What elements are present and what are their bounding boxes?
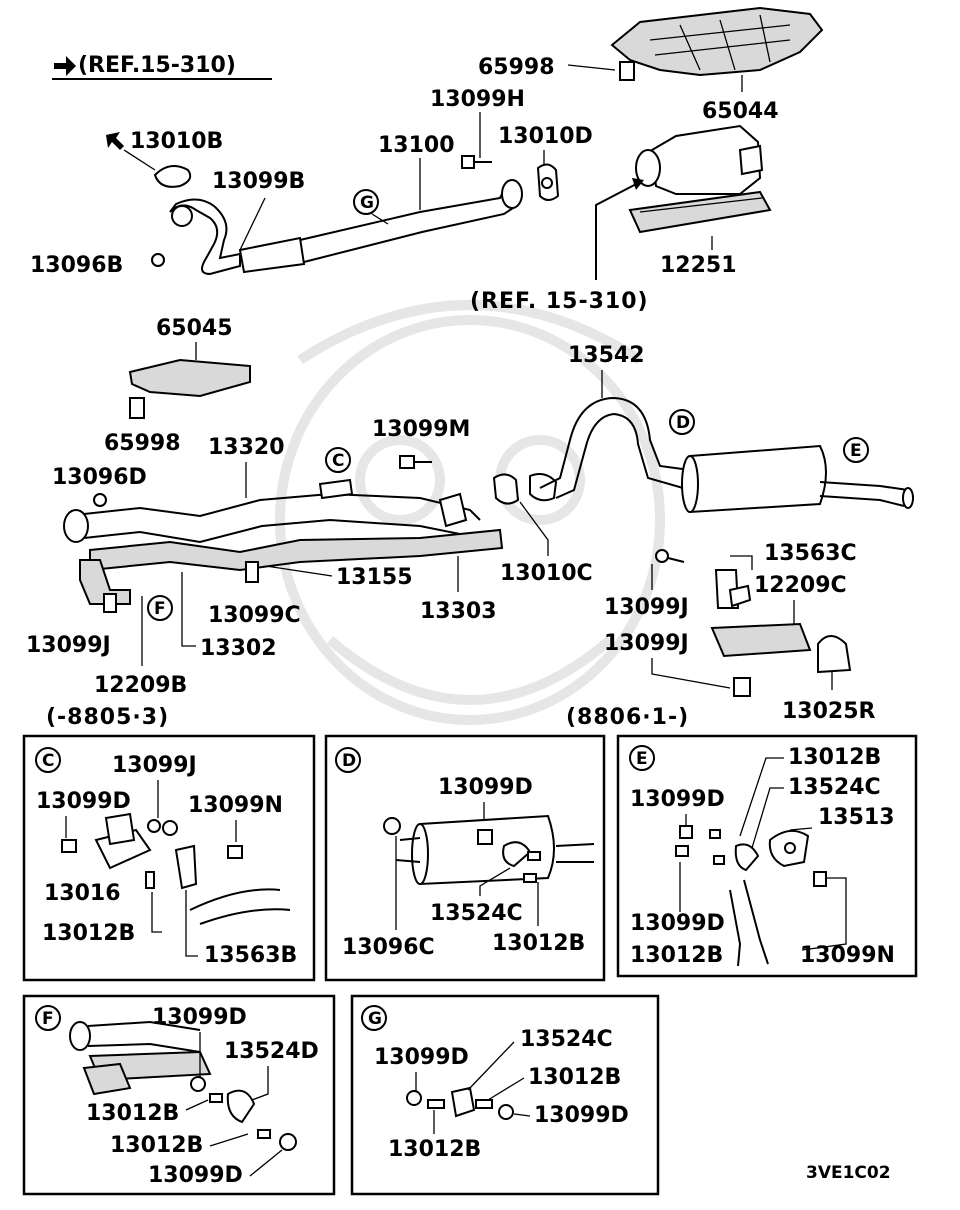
part-label-13010C: 13010C <box>500 561 593 586</box>
part-label-65998-mid: 65998 <box>104 431 181 456</box>
svg-text:(REF.15-310): (REF.15-310) <box>78 53 236 78</box>
callout-g-box-badge: G <box>368 1009 382 1029</box>
part-label-13099J-r1: 13099J <box>604 595 689 620</box>
box-g-label-13012B-b: 13012B <box>388 1137 481 1162</box>
box-c-label-13012B: 13012B <box>42 921 135 946</box>
box-e-label-13524C: 13524C <box>788 775 881 800</box>
box-e-label-13099N: 13099N <box>800 943 895 968</box>
part-label-65998-top: 65998 <box>478 55 555 80</box>
box-e-label-13099D-bot: 13099D <box>630 911 725 936</box>
box-f-label-13012B-b: 13012B <box>110 1133 203 1158</box>
box-d-label-13012B: 13012B <box>492 931 585 956</box>
callout-e-badge: E <box>850 441 862 461</box>
box-e-label-13513: 13513 <box>818 805 895 830</box>
heat-shield-65045 <box>128 358 251 398</box>
box-d-label-13524C: 13524C <box>430 901 523 926</box>
part-label-12251: 12251 <box>660 253 737 278</box>
part-label-13010D: 13010D <box>498 124 593 149</box>
box-c-label-13016: 13016 <box>44 881 121 906</box>
figure-code: 3VE1C02 <box>806 1163 891 1183</box>
part-label-13099J-left: 13099J <box>26 633 111 658</box>
part-label-13099C: 13099C <box>208 603 301 628</box>
box-c-label-13099J: 13099J <box>112 753 197 778</box>
part-label-13096B: 13096B <box>30 253 123 278</box>
part-label-13320: 13320 <box>208 435 285 460</box>
part-label-13099B: 13099B <box>212 169 305 194</box>
ref-early: (-8805·3) <box>46 705 169 730</box>
callout-d-box-badge: D <box>342 751 356 771</box>
box-e-label-13012B-bot: 13012B <box>630 943 723 968</box>
box-g-label-13524C: 13524C <box>520 1027 613 1052</box>
part-label-65045: 65045 <box>156 316 233 341</box>
part-label-13010B: 13010B <box>130 129 223 154</box>
box-g-label-13099D-r: 13099D <box>534 1103 629 1128</box>
part-label-13542: 13542 <box>568 343 645 368</box>
callout-c-box-badge: C <box>42 751 54 771</box>
box-d-label-13099D: 13099D <box>438 775 533 800</box>
box-f-label-13012B-a: 13012B <box>86 1101 179 1126</box>
callout-f-badge: F <box>154 599 166 619</box>
part-label-13303: 13303 <box>420 599 497 624</box>
detail-box-g: G 13099D 13524C 13012B 13099D 13012B <box>350 994 660 1196</box>
part-label-13155: 13155 <box>336 565 413 590</box>
part-label-13099M: 13099M <box>372 417 470 442</box>
box-c-label-13563B: 13563B <box>204 943 297 968</box>
part-label-13099H: 13099H <box>430 87 525 112</box>
detail-box-f: F 13099D 13524D 13012B 13012B 13099D <box>22 994 336 1196</box>
callout-f-box-badge: F <box>42 1009 54 1029</box>
arrow-right-icon <box>54 56 76 76</box>
callout-g-badge: G <box>360 193 374 213</box>
ref-late: (8806·1-) <box>566 705 689 730</box>
box-d-label-13096C: 13096C <box>342 935 435 960</box>
part-label-12209C: 12209C <box>754 573 847 598</box>
box-c-label-13099N: 13099N <box>188 793 283 818</box>
detail-box-d: D 13099D 13096C 13524C 13012B <box>324 734 606 982</box>
arrow-up-left-icon <box>106 132 124 150</box>
front-pipe-13100 <box>169 179 523 276</box>
callout-d-badge: D <box>676 413 690 433</box>
detail-box-e: E 13012B 13524C 13099D 13513 13099D 1301… <box>616 734 918 978</box>
watermark <box>275 300 665 725</box>
muffler-13542 <box>539 396 914 514</box>
part-label-65044: 65044 <box>702 99 779 124</box>
box-f-label-13524D: 13524D <box>224 1039 319 1064</box>
heat-shield-65044 <box>610 6 824 77</box>
catalytic-converter <box>628 124 772 234</box>
box-e-label-13012B-top: 13012B <box>788 745 881 770</box>
part-label-13100: 13100 <box>378 133 455 158</box>
box-e-label-13099D-top: 13099D <box>630 787 725 812</box>
ref-top-left: (REF.15-310) <box>52 53 272 80</box>
part-label-12209B: 12209B <box>94 673 187 698</box>
part-label-13025R: 13025R <box>782 699 876 724</box>
part-label-13099J-r2: 13099J <box>604 631 689 656</box>
callout-e-box-badge: E <box>636 749 648 769</box>
detail-box-c: C 13099J 13099D 13099N 13016 13012B 1356… <box>22 734 316 982</box>
box-c-label-13099D: 13099D <box>36 789 131 814</box>
ref-catalyst: (REF. 15-310) <box>470 289 649 314</box>
box-f-label-13099D-top: 13099D <box>152 1005 247 1030</box>
part-label-13302: 13302 <box>200 636 277 661</box>
box-f-label-13099D-bot: 13099D <box>148 1163 243 1188</box>
part-label-13563C: 13563C <box>764 541 857 566</box>
box-g-label-13099D-l: 13099D <box>374 1045 469 1070</box>
callout-c-badge: C <box>332 451 344 471</box>
part-label-13096D: 13096D <box>52 465 147 490</box>
box-g-label-13012B-r: 13012B <box>528 1065 621 1090</box>
